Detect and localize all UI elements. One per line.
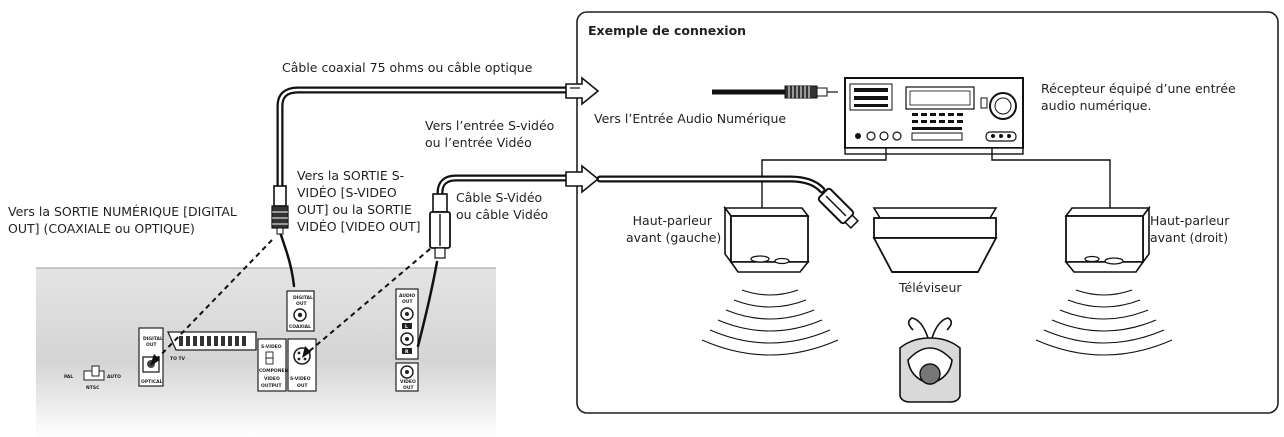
tv-svideo-cable <box>596 175 859 229</box>
auto-label: AUTO <box>107 374 121 380</box>
receiver-digital-cable <box>712 85 838 99</box>
receiver-line-1: Récepteur équipé d’une entrée <box>1041 81 1236 96</box>
svideo-out-label-2: OUT <box>297 383 308 389</box>
connection-box-frame <box>576 11 1279 414</box>
svideo-in-line-1: Vers l’entrée S-vidéo <box>425 118 555 133</box>
svideo-in-line-2: ou l’entrée Vidéo <box>425 135 532 150</box>
svideo-out-label-1: S-VIDEO <box>290 376 311 382</box>
digital-out-label: Vers la SORTIE NUMÉRIQUE [DIGITAL OUT] (… <box>8 203 237 237</box>
video-out-label-2: OUT <box>403 385 414 391</box>
ntsc-label: NTSC <box>86 385 100 391</box>
video-output-label-1: VIDEO <box>264 376 280 382</box>
coax-digital-label-2: OUT <box>296 301 307 307</box>
svideo-out-line-4: VIDÉO [VIDEO OUT] <box>297 219 421 234</box>
scart-connector: TO TV <box>166 331 257 362</box>
video-output-block: S-VIDEO COMPONENT VIDEO OUTPUT S-VIDEO O… <box>257 338 317 392</box>
av-receiver <box>844 77 1024 155</box>
digital-out-line-2: OUT] (COAXIALE ou OPTIQUE) <box>8 221 195 236</box>
left-speaker-sound-waves <box>701 289 839 356</box>
pal-ntsc-switch: PAL NTSC AUTO <box>64 365 121 391</box>
svideo-cable-line-2: ou câble Vidéo <box>456 207 549 222</box>
speaker-right-label: Haut-parleur avant (droit) <box>1150 212 1229 246</box>
audio-out-label-2: OUT <box>402 299 413 305</box>
receiver-line-2: audio numérique. <box>1041 98 1152 113</box>
video-out-label-1: VIDEO <box>400 379 416 385</box>
audio-l-label: L <box>405 324 408 330</box>
pal-label: PAL <box>64 374 73 380</box>
svideo-switch-label: S-VIDEO <box>261 344 282 350</box>
coaxial-label: COAXIAL <box>289 324 311 330</box>
to-tv-label: TO TV <box>170 356 186 362</box>
television <box>872 207 998 273</box>
svideo-out-line-1: Vers la SORTIE S- <box>297 168 405 183</box>
digital-audio-in-label: Vers l’Entrée Audio Numérique <box>594 111 787 126</box>
digital-out-label-2: OUT <box>146 342 157 348</box>
svideo-out-line-3: OUT] ou la SORTIE <box>297 202 412 217</box>
arrow-svideo <box>565 164 600 194</box>
svideo-plug-player <box>429 193 451 259</box>
audio-out-label-1: AUDIO <box>399 293 415 299</box>
speaker-right-line-1: Haut-parleur <box>1150 213 1230 228</box>
arrow-coaxial <box>565 76 600 106</box>
receiver-label: Récepteur équipé d’une entrée audio numé… <box>1041 80 1236 114</box>
coaxial-cable-label: Câble coaxial 75 ohms ou câble optique <box>282 60 533 75</box>
connection-box-title: Exemple de connexion <box>588 23 747 38</box>
coaxial-plug-player <box>271 185 289 235</box>
svideo-cable-line-1: Câble S-Vidéo <box>456 190 543 205</box>
audio-r-label: R <box>405 349 409 355</box>
svideo-cable-label: Câble S-Vidéo ou câble Vidéo <box>456 189 548 223</box>
speaker-left-label: Haut-parleur avant (gauche) <box>626 212 722 246</box>
dashed-arrowheads <box>150 346 311 366</box>
dashed-indicator-lines <box>153 239 438 363</box>
right-speaker-sound-waves <box>1035 289 1173 356</box>
svideo-out-label: Vers la SORTIE S- VIDÉO [S-VIDEO OUT] ou… <box>297 167 421 235</box>
component-label: COMPONENT <box>259 368 292 374</box>
svideo-in-label: Vers l’entrée S-vidéo ou l’entrée Vidéo <box>425 117 554 151</box>
speaker-right-line-2: avant (droit) <box>1150 230 1229 245</box>
svideo-cable <box>416 174 572 348</box>
right-speaker <box>1064 205 1151 273</box>
tv-label: Téléviseur <box>899 280 962 295</box>
speaker-wires <box>761 148 1111 208</box>
speaker-left-line-1: Haut-parleur <box>632 213 712 228</box>
digital-out-label-1: DIGITAL <box>143 336 163 342</box>
speaker-left-line-2: avant (gauche) <box>626 230 722 245</box>
dvd-rear-panel <box>36 267 496 437</box>
optical-label: OPTICAL <box>141 379 163 385</box>
listener-figure <box>899 317 961 403</box>
left-speaker <box>723 205 810 273</box>
coax-digital-label-1: DIGITAL <box>293 295 313 301</box>
coaxial-digital-out-jack: DIGITAL OUT COAXIAL <box>286 290 315 332</box>
video-output-label-2: OUTPUT <box>261 383 283 389</box>
svideo-out-line-2: VIDÉO [S-VIDEO <box>297 185 397 200</box>
coaxial-optical-cable <box>276 86 572 288</box>
digital-out-line-1: Vers la SORTIE NUMÉRIQUE [DIGITAL <box>8 204 237 219</box>
audio-video-out-block: AUDIO OUT L R VIDEO OUT <box>395 288 419 392</box>
